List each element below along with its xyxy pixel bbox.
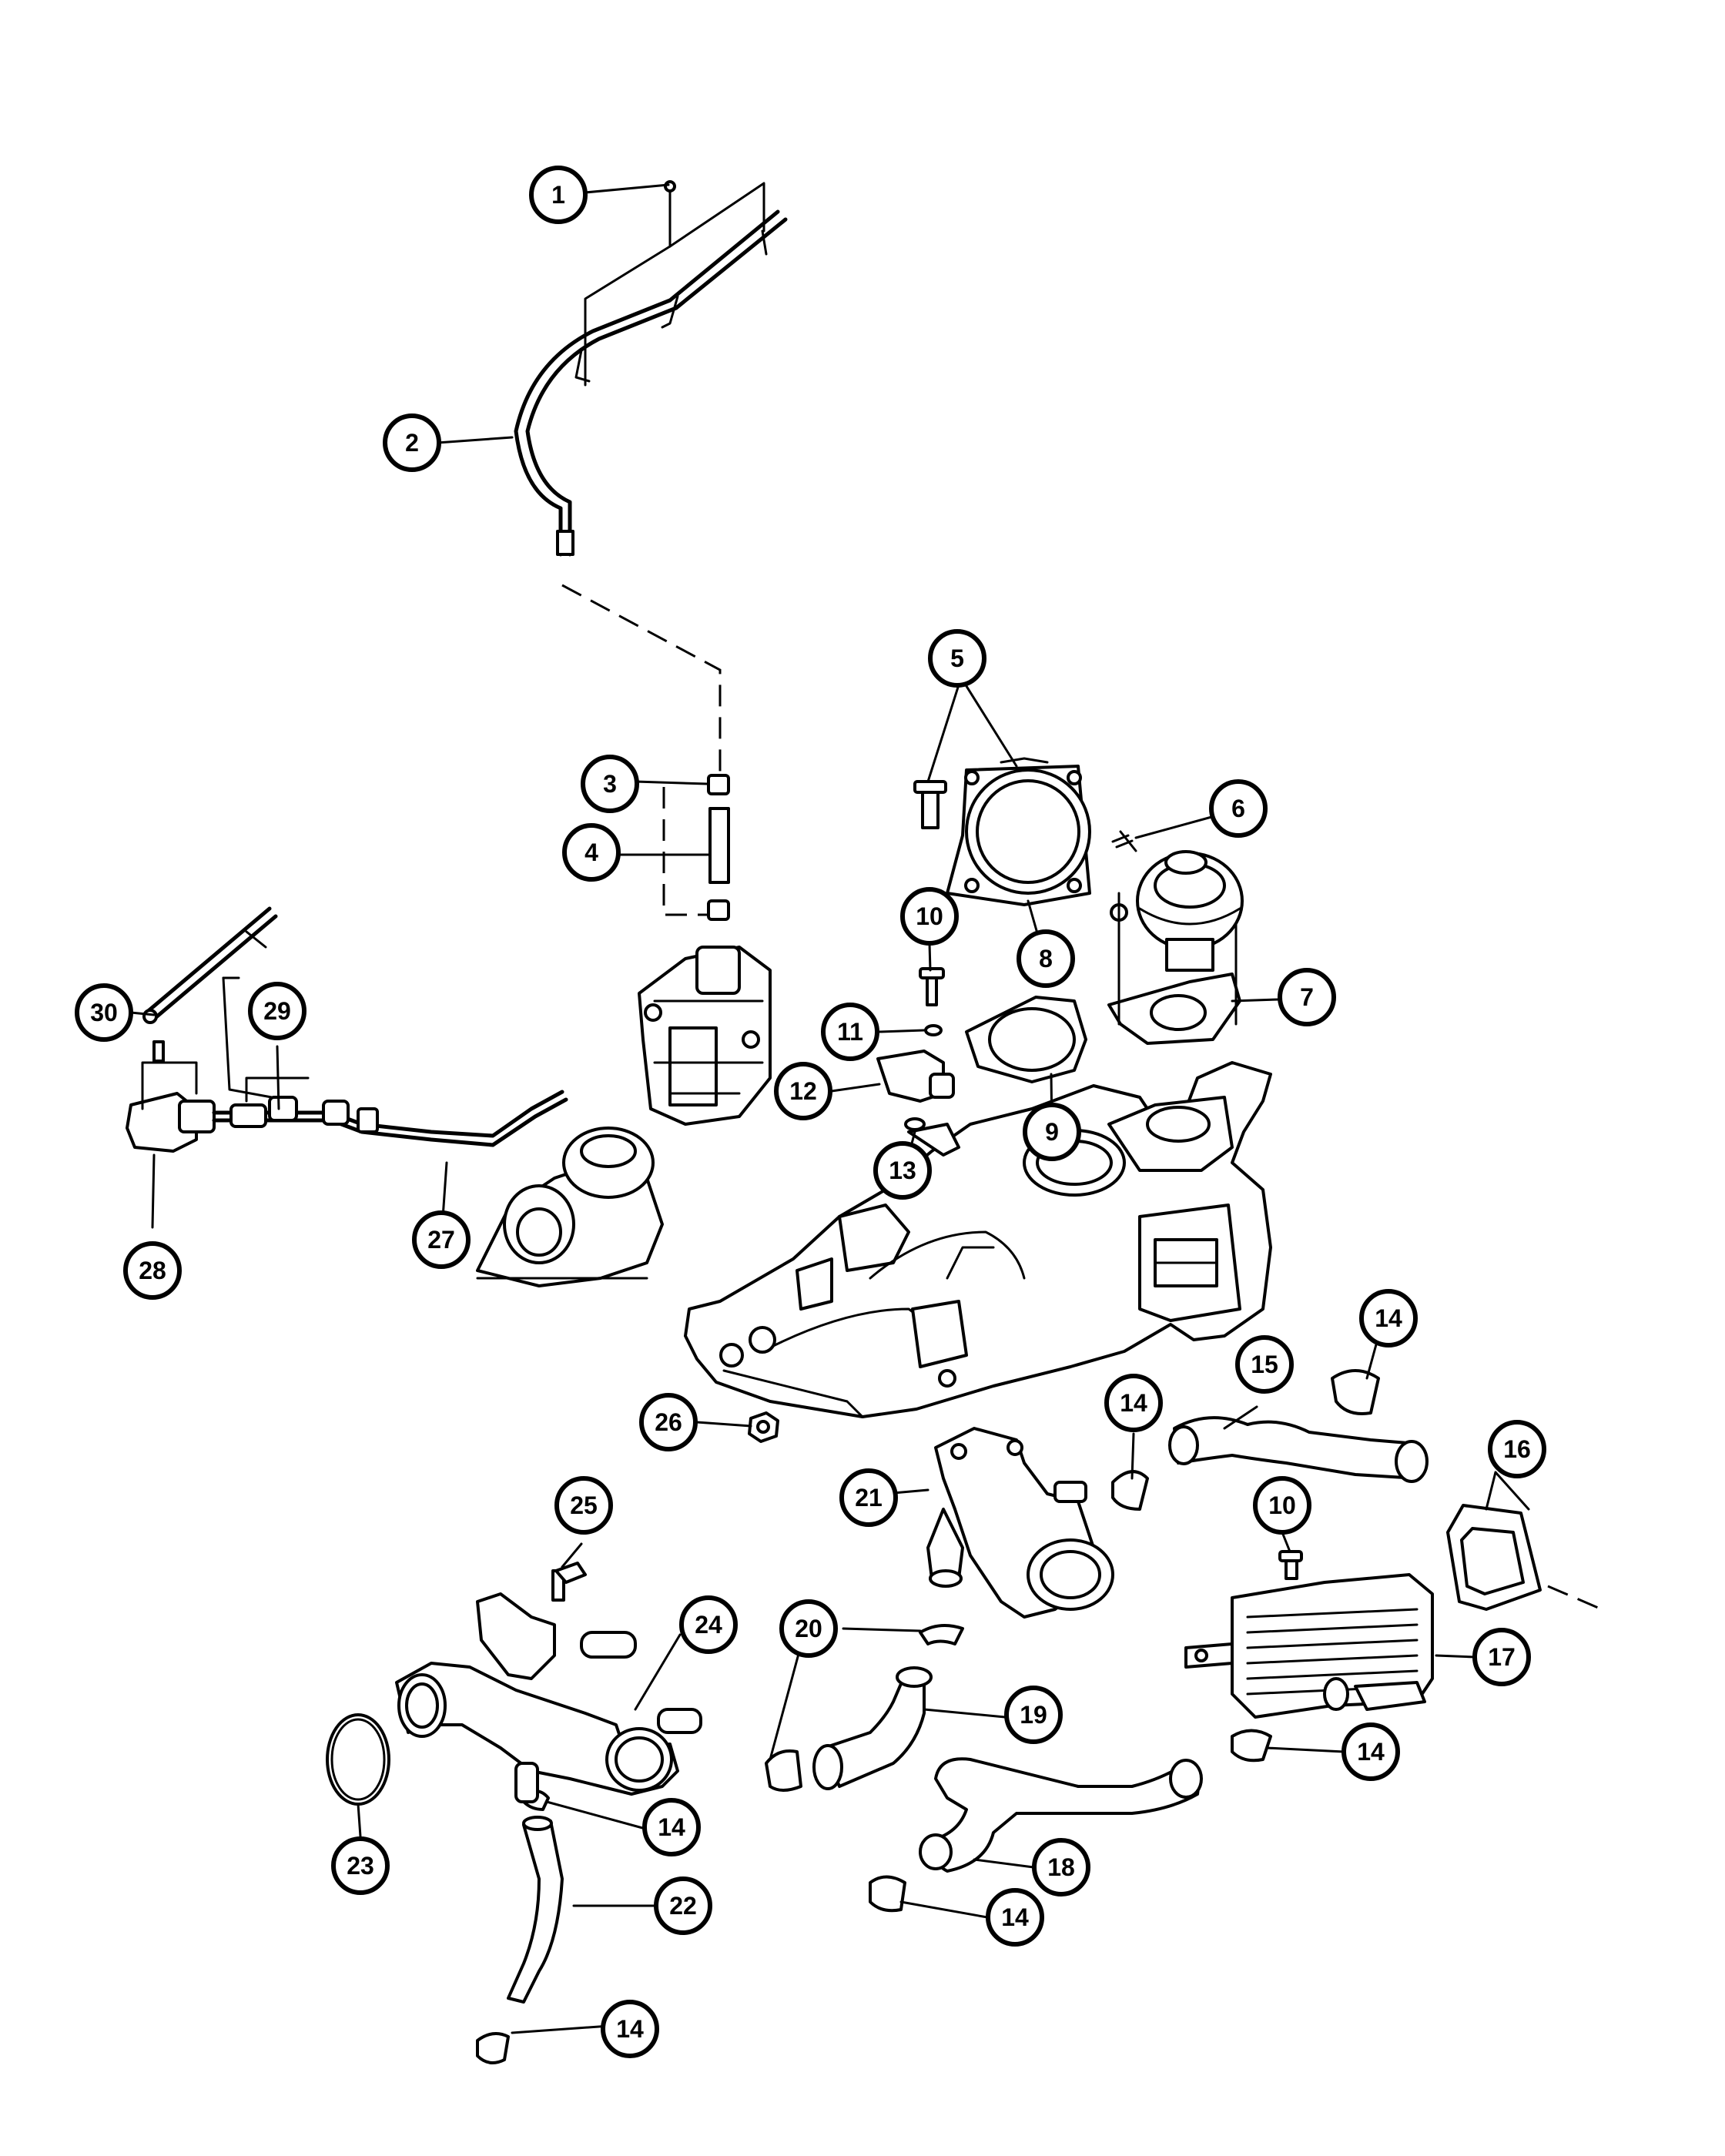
solenoid-harness (126, 906, 568, 1153)
callout-label-13: 13 (889, 1157, 916, 1184)
throttle-body (913, 757, 1091, 906)
callout-10a: 10 (900, 887, 959, 946)
callout-label-5: 5 (950, 644, 964, 672)
callout-label-14b: 14 (1120, 1389, 1147, 1417)
hose-clamps (476, 1369, 1380, 2064)
callout-label-20: 20 (795, 1615, 822, 1642)
callout-14c: 14 (1341, 1722, 1400, 1781)
callout-label-3: 3 (603, 770, 617, 798)
callout-5: 5 (928, 629, 986, 688)
callout-15: 15 (1235, 1335, 1294, 1394)
egr-valve-right (1107, 830, 1244, 1045)
thermostat-housing (926, 1427, 1114, 1619)
callout-30: 30 (75, 983, 133, 1042)
coolant-hose-18 (919, 1757, 1203, 1873)
callout-3: 3 (581, 755, 639, 813)
callout-label-11: 11 (837, 1018, 863, 1046)
callout-label-18: 18 (1047, 1853, 1075, 1881)
callout-22: 22 (654, 1876, 712, 1935)
callout-label-14a: 14 (1375, 1304, 1402, 1332)
oil-cooler (1184, 1550, 1434, 1719)
callout-13: 13 (873, 1141, 932, 1200)
callout-label-14d: 14 (1001, 1903, 1029, 1931)
callout-label-1: 1 (551, 181, 565, 209)
callout-27: 27 (412, 1210, 471, 1269)
gasket-16 (1446, 1504, 1603, 1611)
callout-14a: 14 (1359, 1289, 1418, 1348)
callout-label-30: 30 (90, 999, 118, 1026)
callout-2: 2 (383, 413, 441, 472)
callout-label-25: 25 (570, 1491, 598, 1519)
callout-12: 12 (774, 1062, 832, 1120)
callout-21: 21 (839, 1468, 898, 1527)
egr-tube-assembly (514, 180, 788, 557)
callout-14d: 14 (986, 1888, 1044, 1947)
callout-label-19: 19 (1020, 1701, 1047, 1729)
callout-label-10a: 10 (916, 902, 943, 930)
callout-6: 6 (1209, 779, 1268, 838)
coolant-hose-19 (812, 1666, 933, 1790)
callout-4: 4 (562, 823, 621, 882)
callout-label-26: 26 (655, 1408, 682, 1436)
o-ring-23 (326, 1713, 390, 1806)
callout-label-24: 24 (695, 1611, 722, 1639)
callout-7: 7 (1278, 968, 1336, 1026)
egr-valve-lower-left (476, 1127, 664, 1287)
callout-label-8: 8 (1039, 945, 1053, 973)
callout-14e: 14 (601, 2000, 659, 2058)
callout-28: 28 (123, 1241, 182, 1300)
callout-label-7: 7 (1300, 983, 1314, 1011)
coolant-hose-22 (507, 1816, 564, 2004)
callout-9: 9 (1023, 1103, 1081, 1161)
callout-17: 17 (1472, 1628, 1531, 1686)
callout-1: 1 (529, 166, 588, 224)
callout-23: 23 (331, 1836, 390, 1895)
callout-20: 20 (779, 1599, 838, 1658)
callout-24: 24 (679, 1595, 738, 1654)
bolt-25 (551, 1562, 587, 1602)
nut-26 (748, 1411, 779, 1443)
callout-label-21: 21 (855, 1484, 883, 1512)
callout-label-4: 4 (584, 839, 598, 866)
callout-11: 11 (821, 1003, 879, 1061)
callout-label-17: 17 (1488, 1643, 1516, 1671)
callout-26: 26 (639, 1393, 698, 1451)
callout-label-29: 29 (263, 997, 291, 1025)
coolant-outlet-24 (395, 1592, 702, 1803)
callout-label-14c: 14 (1357, 1738, 1385, 1766)
callouts: 1 2 3 4 5 6 7 8 9 10 11 12 13 14 14 15 1… (75, 166, 1546, 2058)
coupling-tube (662, 774, 730, 921)
callout-25: 25 (554, 1476, 613, 1535)
egr-valve-body (638, 946, 772, 1126)
callout-16: 16 (1488, 1420, 1546, 1478)
callout-label-23: 23 (347, 1852, 374, 1880)
callout-14b: 14 (1104, 1374, 1163, 1432)
callout-10b: 10 (1253, 1476, 1311, 1535)
sensor-assembly (876, 967, 955, 1131)
callout-label-6: 6 (1231, 795, 1245, 822)
callout-8: 8 (1017, 929, 1075, 988)
callout-14f: 14 (642, 1798, 701, 1856)
intake-manifold (684, 1061, 1272, 1418)
callout-19: 19 (1004, 1686, 1063, 1744)
callout-label-15: 15 (1251, 1351, 1278, 1378)
callout-label-22: 22 (669, 1892, 697, 1920)
coolant-hose-15 (1168, 1416, 1429, 1483)
callout-29: 29 (248, 982, 306, 1040)
callout-label-10b: 10 (1268, 1491, 1296, 1519)
callout-label-14e: 14 (616, 2015, 644, 2043)
callout-label-12: 12 (789, 1077, 817, 1105)
callout-label-28: 28 (139, 1257, 166, 1284)
callout-label-14f: 14 (658, 1813, 685, 1841)
callout-label-16: 16 (1503, 1435, 1531, 1463)
gasket-9 (965, 996, 1087, 1083)
callout-label-2: 2 (405, 429, 419, 457)
callout-label-27: 27 (427, 1226, 455, 1254)
callout-label-9: 9 (1045, 1118, 1059, 1146)
callout-18: 18 (1032, 1838, 1090, 1897)
